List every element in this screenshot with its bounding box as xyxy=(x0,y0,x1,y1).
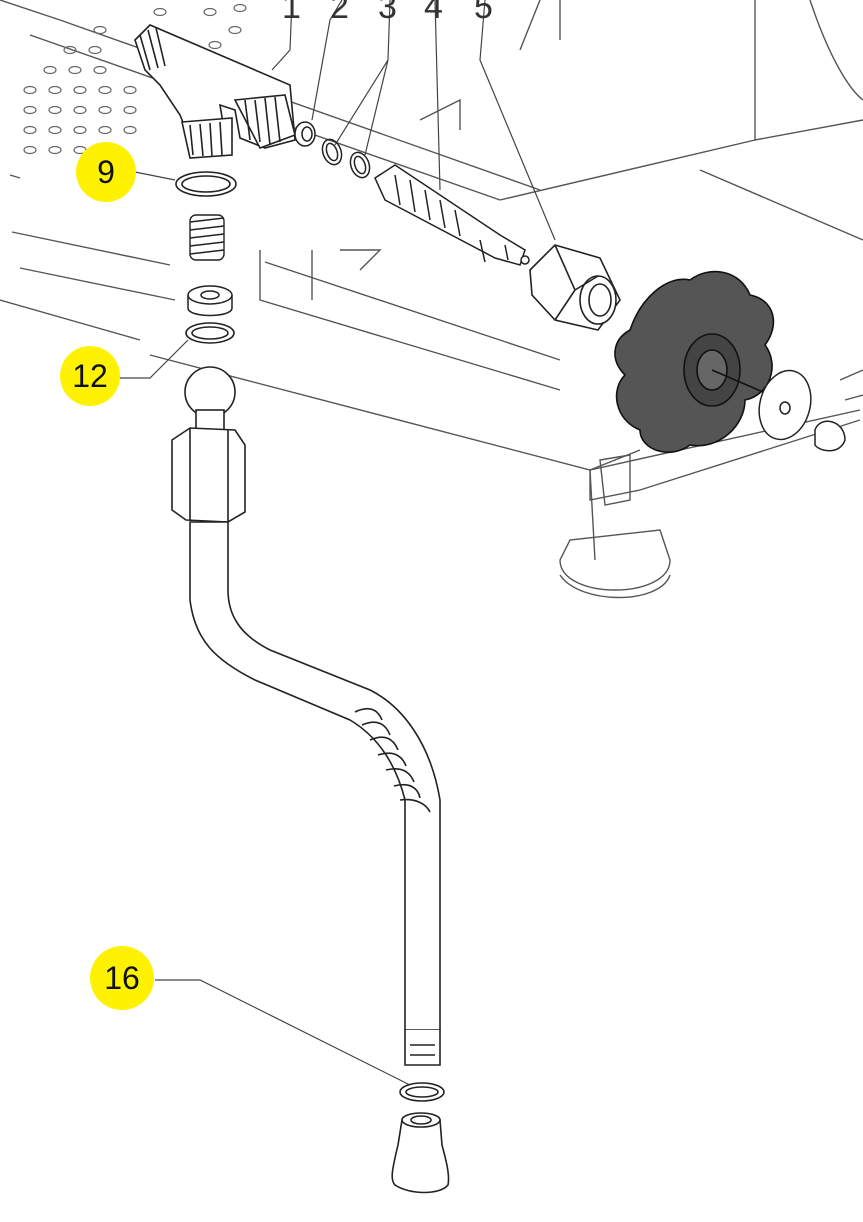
tray-perforations xyxy=(23,3,247,155)
small-nut xyxy=(294,121,316,147)
part-number-1: 1 xyxy=(282,0,301,26)
part-number-3: 3 xyxy=(378,0,397,26)
callout-9: 9 xyxy=(76,142,136,202)
nozzle-tip xyxy=(391,1112,450,1194)
callout-16: 16 xyxy=(90,946,154,1010)
o-ring-16 xyxy=(399,1082,445,1102)
o-ring-9 xyxy=(175,171,237,197)
steam-wand-assembly xyxy=(171,366,441,1066)
valve-stem xyxy=(374,164,530,266)
hex-nut xyxy=(529,244,621,331)
callout-9-label: 9 xyxy=(97,153,115,190)
part-number-4: 4 xyxy=(424,0,443,26)
o-rings xyxy=(321,138,371,179)
tee-fitting xyxy=(134,24,296,159)
callout-12-label: 12 xyxy=(72,357,108,394)
seat-washer xyxy=(187,285,233,317)
callout-12: 12 xyxy=(60,346,120,406)
star-knob xyxy=(614,270,775,454)
spring xyxy=(189,214,225,261)
callout-16-label: 16 xyxy=(104,959,140,996)
machine-body xyxy=(0,0,863,599)
part-number-5: 5 xyxy=(474,0,493,26)
leader-lines xyxy=(115,0,556,1086)
part-number-2: 2 xyxy=(330,0,349,26)
knob-washer-and-cap xyxy=(758,369,846,452)
o-ring-12 xyxy=(185,322,235,344)
